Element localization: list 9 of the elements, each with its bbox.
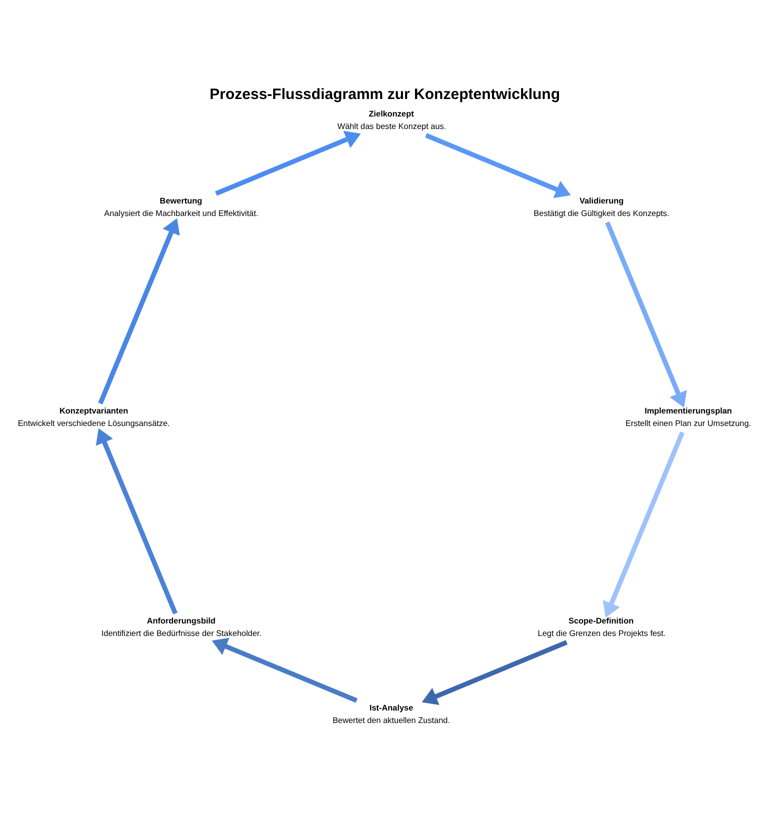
arrow	[602, 431, 685, 618]
arrow	[425, 133, 571, 198]
arrow	[422, 640, 568, 706]
arrow	[96, 428, 178, 614]
diagram-title: Prozess-Flussdiagramm zur Konzeptentwicklung	[210, 86, 560, 103]
arrow	[98, 218, 180, 404]
arrow	[212, 638, 358, 703]
arrow	[605, 221, 687, 408]
arrow	[215, 130, 361, 196]
